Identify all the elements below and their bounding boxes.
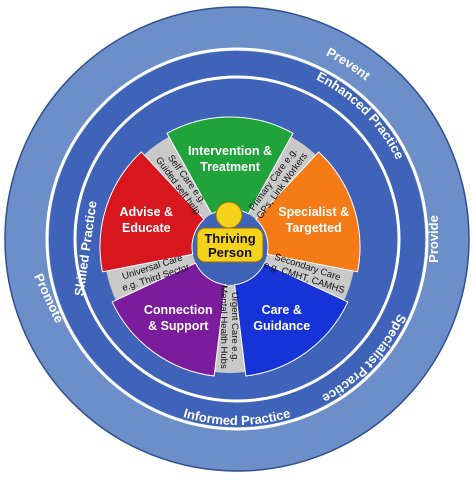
outer-ring-divider	[45, 47, 429, 431]
segment-connection-label-line1: Connection	[144, 303, 213, 317]
segment-advise	[99, 151, 205, 273]
inner-ring-divider	[73, 75, 401, 403]
segment-connection	[111, 262, 226, 377]
segment-care	[234, 262, 349, 377]
segment-specialist-label-line1: Specialist &	[278, 205, 349, 219]
segment-connection-label-line2: & Support	[148, 319, 209, 333]
spoke-urgent-care	[214, 284, 246, 374]
segment-care-label-line2: Guidance	[253, 319, 310, 333]
center-label-line2: Person	[208, 245, 252, 260]
inner-label-informed: Informed Practice	[182, 405, 292, 428]
spoke-secondary-care	[264, 254, 354, 301]
segment-specialist	[255, 151, 361, 273]
spoke-self-care	[144, 136, 212, 220]
person-body	[196, 227, 264, 263]
segment-advise-label-line2: Educate	[122, 221, 171, 235]
spoke-primary-care	[248, 136, 316, 220]
segment-advise-label-line1: Advise &	[120, 205, 174, 219]
segment-intervention-label-line2: Treatment	[200, 160, 261, 174]
segment-care-label-line1: Care &	[262, 303, 302, 317]
center-label-line1: Thriving	[204, 231, 255, 246]
segment-specialist-label-line2: Targetted	[286, 221, 342, 235]
spoke-urgent-care-label: Urgent Care e.g.Mental Health Hubs	[218, 285, 240, 369]
segment-intervention-label-line1: Intervention &	[188, 144, 272, 158]
thriving-person-center: Thriving Person	[196, 201, 264, 263]
outer-label-provide: Provide	[426, 215, 441, 263]
person-head-icon	[215, 201, 243, 229]
spoke-urgent-care-label-line1: Urgent Care e.g.	[229, 292, 240, 362]
spoke-universal-care	[106, 254, 196, 301]
spoke-urgent-care-label-line2: Mental Health Hubs	[218, 285, 229, 369]
